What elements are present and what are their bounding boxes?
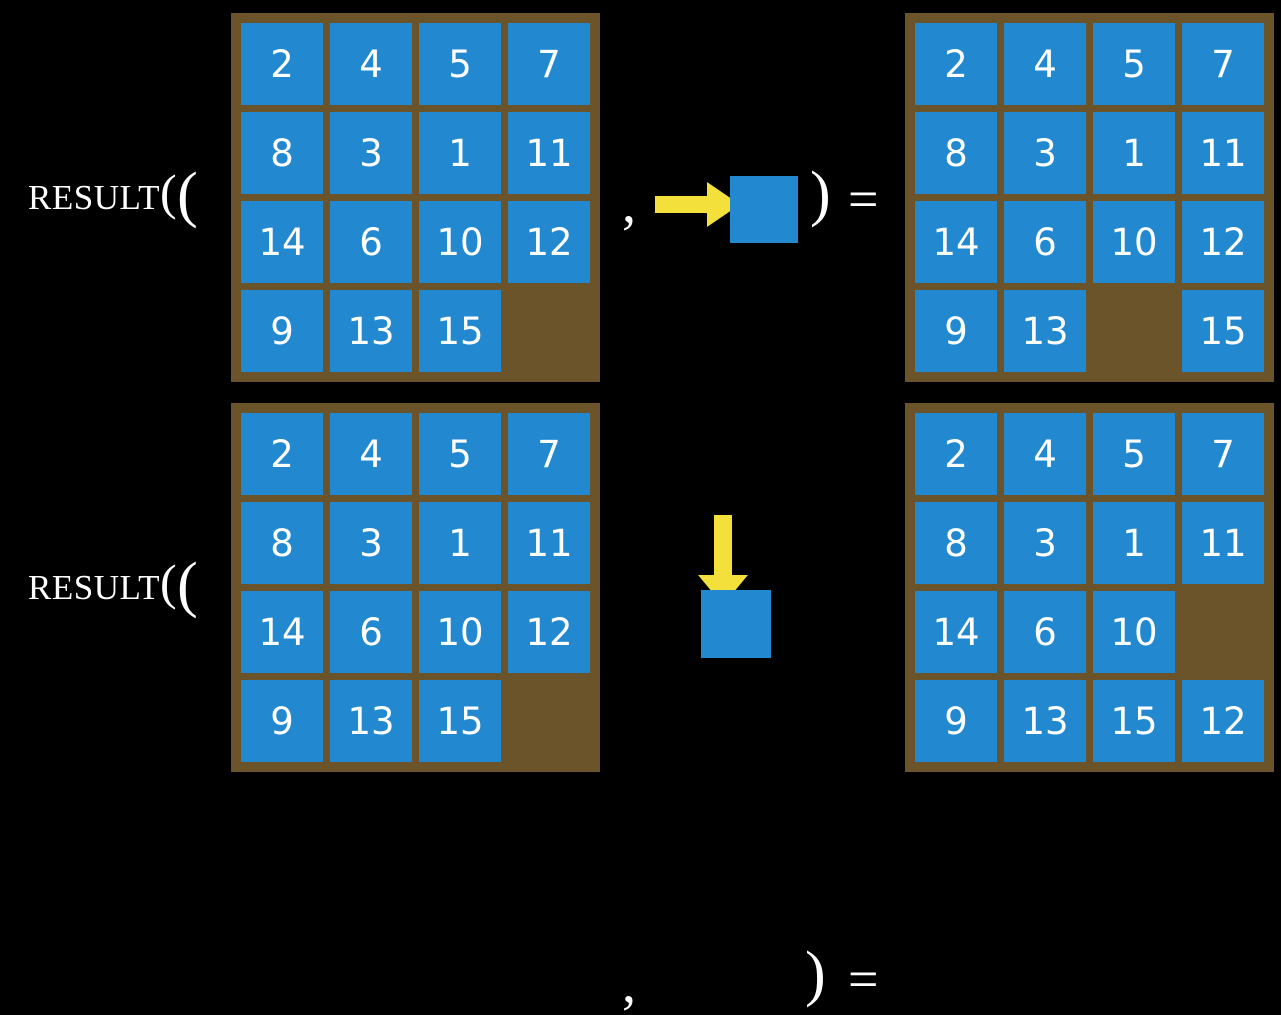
- result-function-label-row-2: Result((: [28, 554, 198, 616]
- result-function-label-row-1: Result((: [28, 164, 198, 226]
- tile: 13: [1004, 680, 1086, 762]
- input-board-row-2: 2 4 5 7 8 3 1 11 14 6 10 12 9 13 15: [231, 403, 600, 772]
- open-paren: (: [177, 161, 199, 229]
- tile: 4: [330, 23, 412, 105]
- input-board-row-1: 2 4 5 7 8 3 1 11 14 6 10 12 9 13 15: [231, 13, 600, 382]
- output-board-row-1: 2 4 5 7 8 3 1 11 14 6 10 12 9 13 15: [905, 13, 1274, 382]
- equals-sign: =: [848, 949, 879, 1009]
- tile: 12: [508, 201, 590, 283]
- tile: 5: [419, 413, 501, 495]
- tile: 13: [330, 290, 412, 372]
- tile: 4: [1004, 23, 1086, 105]
- tile: 8: [241, 112, 323, 194]
- close-paren: ): [810, 160, 831, 228]
- tile: 12: [1182, 680, 1264, 762]
- tile: 9: [241, 680, 323, 762]
- tile: 2: [241, 413, 323, 495]
- tile: 8: [241, 502, 323, 584]
- equation-row-2: Result(( 2 4 5 7 8 3 1 11 14 6 10 12 9 1…: [0, 390, 1281, 1012]
- equation-row-1: Result(( 2 4 5 7 8 3 1 11 14 6 10 12 9 1…: [0, 0, 1281, 390]
- tile: 1: [1093, 112, 1175, 194]
- result-word-row-2: Result(: [28, 554, 178, 610]
- tile: 14: [915, 201, 997, 283]
- tile: 11: [1182, 502, 1264, 584]
- tile: 11: [508, 112, 590, 194]
- tile: 6: [330, 201, 412, 283]
- tile: 4: [1004, 413, 1086, 495]
- tile: 4: [330, 413, 412, 495]
- empty-slot: [1093, 290, 1175, 372]
- tile: 2: [915, 23, 997, 105]
- operator-zone-row-2: , ) =: [600, 390, 905, 1012]
- result-word-row-1: Result(: [28, 164, 178, 220]
- empty-slot: [1182, 591, 1264, 673]
- tile: 14: [241, 591, 323, 673]
- move-tile-icon: [730, 176, 798, 243]
- empty-slot: [508, 290, 590, 372]
- tile: 9: [915, 680, 997, 762]
- tile: 5: [419, 23, 501, 105]
- tile: 7: [508, 413, 590, 495]
- move-tile-icon: [701, 590, 771, 658]
- tile: 1: [419, 502, 501, 584]
- tile: 2: [241, 23, 323, 105]
- tile: 1: [419, 112, 501, 194]
- tile: 6: [330, 591, 412, 673]
- argument-separator-comma: ,: [622, 173, 636, 235]
- operator-zone-row-1: , ) =: [600, 0, 905, 390]
- tile: 3: [330, 502, 412, 584]
- tile: 5: [1093, 23, 1175, 105]
- tile: 3: [330, 112, 412, 194]
- tile: 1: [1093, 502, 1175, 584]
- tile: 15: [419, 680, 501, 762]
- tile: 11: [1182, 112, 1264, 194]
- tile: 13: [330, 680, 412, 762]
- tile: 9: [241, 290, 323, 372]
- tile: 10: [1093, 201, 1175, 283]
- tile: 7: [1182, 413, 1264, 495]
- tile: 14: [241, 201, 323, 283]
- arrow-down-icon: [698, 515, 748, 605]
- open-paren: (: [177, 551, 199, 619]
- tile: 3: [1004, 112, 1086, 194]
- tile: 10: [1093, 591, 1175, 673]
- tile: 10: [419, 201, 501, 283]
- tile: 15: [1093, 680, 1175, 762]
- tile: 7: [1182, 23, 1264, 105]
- tile: 12: [508, 591, 590, 673]
- tile: 11: [508, 502, 590, 584]
- tile: 8: [915, 112, 997, 194]
- tile: 15: [1182, 290, 1264, 372]
- tile: 12: [1182, 201, 1264, 283]
- tile: 10: [419, 591, 501, 673]
- tile: 2: [915, 413, 997, 495]
- empty-slot: [508, 680, 590, 762]
- arrow-right-icon: [655, 182, 740, 227]
- tile: 9: [915, 290, 997, 372]
- tile: 8: [915, 502, 997, 584]
- tile: 5: [1093, 413, 1175, 495]
- tile: 6: [1004, 591, 1086, 673]
- tile: 15: [419, 290, 501, 372]
- tile: 13: [1004, 290, 1086, 372]
- close-paren: ): [805, 940, 826, 1008]
- tile: 7: [508, 23, 590, 105]
- argument-separator-comma: ,: [622, 953, 636, 1015]
- output-board-row-2: 2 4 5 7 8 3 1 11 14 6 10 9 13 15 12: [905, 403, 1274, 772]
- tile: 14: [915, 591, 997, 673]
- tile: 6: [1004, 201, 1086, 283]
- tile: 3: [1004, 502, 1086, 584]
- equals-sign: =: [848, 169, 879, 229]
